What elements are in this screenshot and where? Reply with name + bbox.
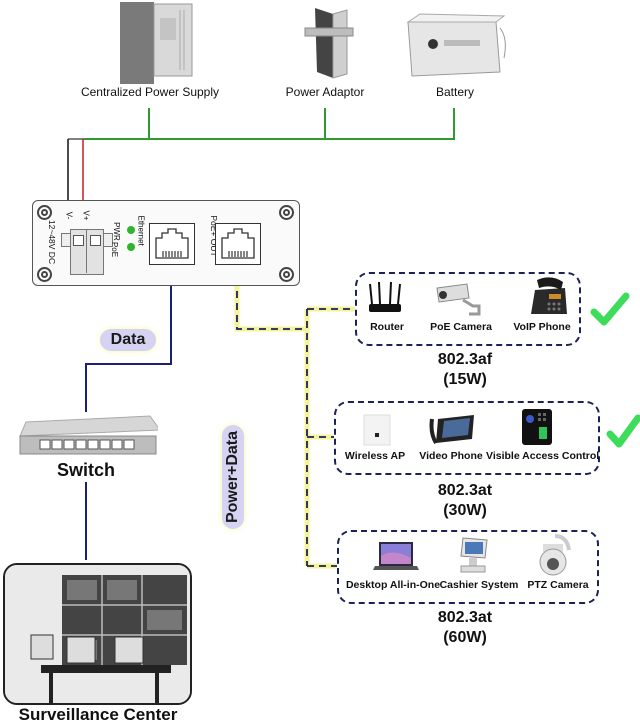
access-control-icon (522, 409, 552, 445)
surveillance-center-label: Surveillance Center (18, 705, 178, 724)
standard-802-3at-30w: 802.3at (30W) (400, 481, 530, 521)
surveillance-room-icon (5, 565, 190, 703)
video-phone-icon (429, 415, 474, 445)
check-icon-802-3af (590, 292, 630, 326)
led-poe-icon (127, 243, 135, 251)
device-label-poe-camera: PoE Camera (430, 321, 492, 333)
rj45-port-icon (155, 228, 189, 259)
device-label-video-phone: Video Phone (419, 450, 483, 462)
led-label-pwr: PWR (111, 222, 121, 241)
standard-power: (15W) (443, 371, 487, 388)
device-label-visible-access-control: Visible Access Control (486, 450, 600, 462)
device-label-desktop-all-in-one: Desktop All-in-One (345, 579, 441, 591)
standard-name: 802.3at (437, 482, 493, 499)
ethernet-port[interactable] (149, 223, 195, 265)
label-battery: Battery (435, 85, 474, 99)
check-icon-802-3at-30w (606, 414, 640, 448)
standard-802-3at-60w: 802.3at (60W) (400, 608, 530, 648)
poe-camera-icon (436, 283, 481, 316)
data-link-label: Data (100, 329, 156, 351)
standard-802-3af: 802.3af (15W) (400, 350, 530, 390)
rj45-port-icon (221, 228, 255, 259)
screw-icon (37, 205, 52, 220)
label-power-adaptor: Power Adaptor (285, 85, 365, 99)
device-group-802-3af: Router PoE Camera VoIP Phone (355, 272, 581, 346)
switch-label: Switch (56, 460, 115, 480)
desktop-all-in-one-icon (373, 542, 419, 570)
poe-injector-panel: 12~48V DC V- V+ PWR PoE Ethernet PoE+ OU… (32, 200, 300, 286)
router-icon (369, 281, 401, 312)
source-battery: Battery (400, 0, 510, 100)
voip-phone-icon (531, 277, 567, 314)
device-label-wireless-ap: Wireless AP (344, 450, 406, 462)
ethernet-label: Ethernet (136, 215, 146, 246)
din-rail-power-adaptor-icon (304, 8, 354, 79)
standard-name: 802.3at (437, 609, 493, 626)
wireless-ap-icon (363, 414, 391, 446)
device-group-802-3at-30w: Wireless AP Video Phone Visible Access C… (334, 401, 600, 475)
source-centralized-power-supply: Centralized Power Supply (80, 0, 220, 100)
poe-out-port[interactable] (215, 223, 261, 265)
power-supply-cabinet-icon (120, 2, 193, 84)
standard-name: 802.3af (437, 351, 493, 368)
led-pwr-icon (127, 226, 135, 234)
network-switch (18, 412, 161, 458)
dc-terminal-block (61, 229, 113, 275)
led-label-poe: PoE (110, 241, 120, 258)
power-data-link-label: Power+Data (222, 425, 244, 529)
terminal-label-v-plus: V+ (81, 210, 91, 221)
battery-icon (406, 13, 506, 77)
device-label-cashier-system: Cashier System (439, 579, 519, 591)
switch-icon (19, 415, 161, 455)
standard-power: (60W) (443, 629, 487, 646)
source-power-adaptor: Power Adaptor (275, 0, 375, 100)
terminal-label-v-minus: V- (64, 211, 74, 220)
device-group-802-3at-60w: Desktop All-in-One Cashier System PTZ Ca… (337, 530, 599, 604)
screw-icon (279, 267, 294, 282)
cashier-system-icon (460, 537, 488, 573)
data-line-injector-switch (85, 258, 172, 412)
screw-icon (279, 205, 294, 220)
surveillance-center-image (3, 563, 192, 705)
standard-power: (30W) (443, 502, 487, 519)
device-label-router: Router (370, 321, 404, 333)
power-bus (84, 108, 455, 140)
voltage-label: 12~48V DC (47, 219, 57, 265)
screw-icon (37, 267, 52, 282)
ptz-camera-icon (539, 534, 571, 576)
label-centralized-power-supply: Centralized Power Supply (80, 85, 220, 99)
device-label-voip-phone: VoIP Phone (513, 321, 571, 333)
device-label-ptz-camera: PTZ Camera (527, 579, 589, 591)
